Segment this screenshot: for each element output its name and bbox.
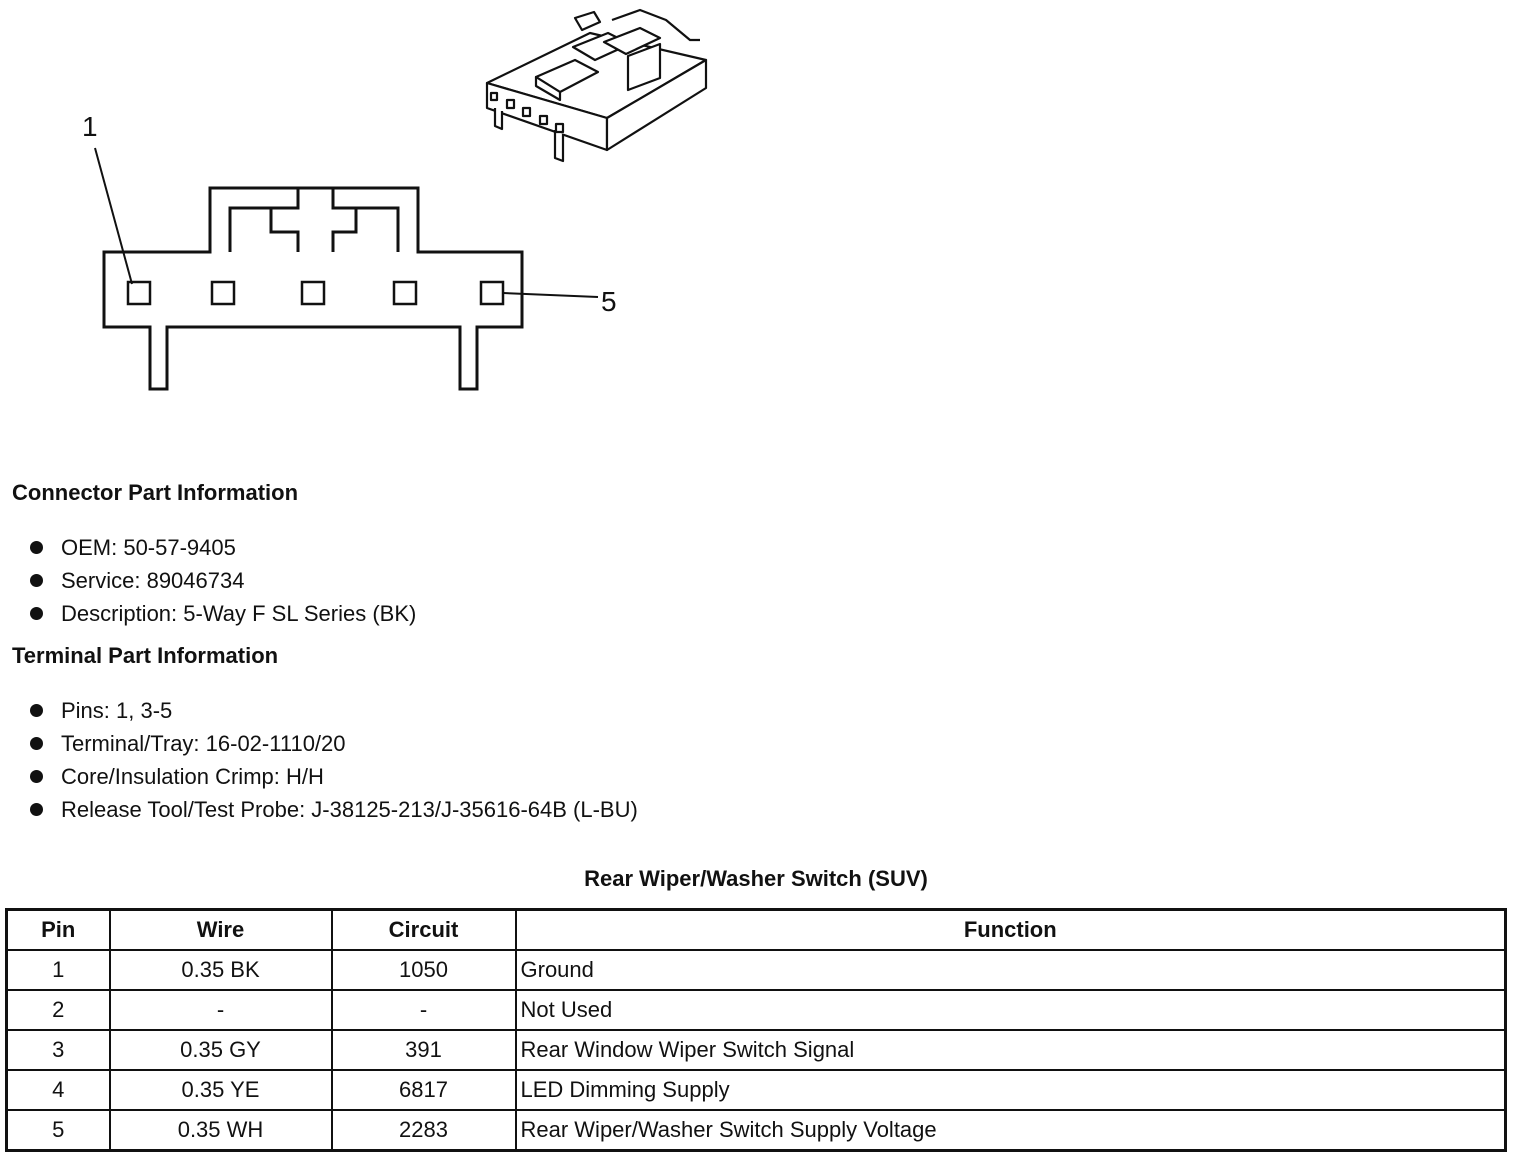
function-cell: Not Used [514,989,1507,1031]
table-row: 2 - - Not Used [5,989,1507,1031]
circuit-cell: 1050 [330,949,517,991]
function-cell: Rear Window Wiper Switch Signal [514,1029,1507,1071]
pin-cell: 5 [5,1109,111,1152]
bullet-icon [30,607,43,620]
pin-cell: 1 [5,949,111,991]
connector-info-heading: Connector Part Information [12,480,299,505]
list-item: Pins: 1, 3-5 [30,694,638,727]
circuit-cell: 391 [330,1029,517,1071]
callout-leader-5 [502,292,599,298]
bullet-icon [30,541,43,554]
pin-cell: 4 [5,1069,111,1111]
bullet-icon [30,770,43,783]
connector-latch-outline [228,188,400,252]
column-header-pin: Pin [5,908,111,951]
terminal-cavity-3 [300,280,326,306]
callout-leader-1 [94,147,133,285]
bullet-icon [30,574,43,587]
column-header-circuit: Circuit [330,908,517,951]
circuit-cell: - [330,989,517,1031]
wire-cell: 0.35 WH [108,1109,333,1152]
connector-3d-view [485,8,708,163]
wire-cell: 0.35 BK [108,949,333,991]
wire-cell: 0.35 YE [108,1069,333,1111]
connector-info-list: OEM: 50-57-9405 Service: 89046734 Descri… [30,531,416,630]
function-cell: Rear Wiper/Washer Switch Supply Voltage [514,1109,1507,1152]
list-item: Terminal/Tray: 16-02-1110/20 [30,727,638,760]
table-row: 3 0.35 GY 391 Rear Window Wiper Switch S… [5,1029,1507,1071]
list-item: Service: 89046734 [30,564,416,597]
bullet-icon [30,803,43,816]
terminal-cavity-4 [392,280,418,306]
table-row: 5 0.35 WH 2283 Rear Wiper/Washer Switch … [5,1109,1507,1152]
pin-cell: 2 [5,989,111,1031]
wire-cell: - [108,989,333,1031]
terminal-cavity-1 [126,280,152,306]
callout-label-5: 5 [601,286,617,317]
bullet-icon [30,737,43,750]
terminal-info-heading: Terminal Part Information [12,643,279,668]
pinout-table: Pin Wire Circuit Function 1 0.35 BK 1050… [5,908,1507,1152]
pin-cell: 3 [5,1029,111,1071]
list-item: OEM: 50-57-9405 [30,531,416,564]
connector-diagram: 1 5 [82,8,708,391]
circuit-cell: 2283 [330,1109,517,1152]
connector-front-view: 1 5 [82,111,617,391]
terminal-cavity-2 [210,280,236,306]
terminal-cavity-5 [479,280,505,306]
bullet-icon [30,704,43,717]
column-header-function: Function [514,908,1507,951]
table-row: 4 0.35 YE 6817 LED Dimming Supply [5,1069,1507,1111]
table-header-row: Pin Wire Circuit Function [5,908,1507,951]
terminal-info-list: Pins: 1, 3-5 Terminal/Tray: 16-02-1110/2… [30,694,638,826]
table-title: Rear Wiper/Washer Switch (SUV) [584,866,928,891]
wire-cell: 0.35 GY [108,1029,333,1071]
list-item: Core/Insulation Crimp: H/H [30,760,638,793]
function-cell: LED Dimming Supply [514,1069,1507,1111]
function-cell: Ground [514,949,1507,991]
list-item: Release Tool/Test Probe: J-38125-213/J-3… [30,793,638,826]
circuit-cell: 6817 [330,1069,517,1111]
column-header-wire: Wire [108,908,333,951]
list-item: Description: 5-Way F SL Series (BK) [30,597,416,630]
callout-label-1: 1 [82,111,98,142]
table-row: 1 0.35 BK 1050 Ground [5,949,1507,991]
